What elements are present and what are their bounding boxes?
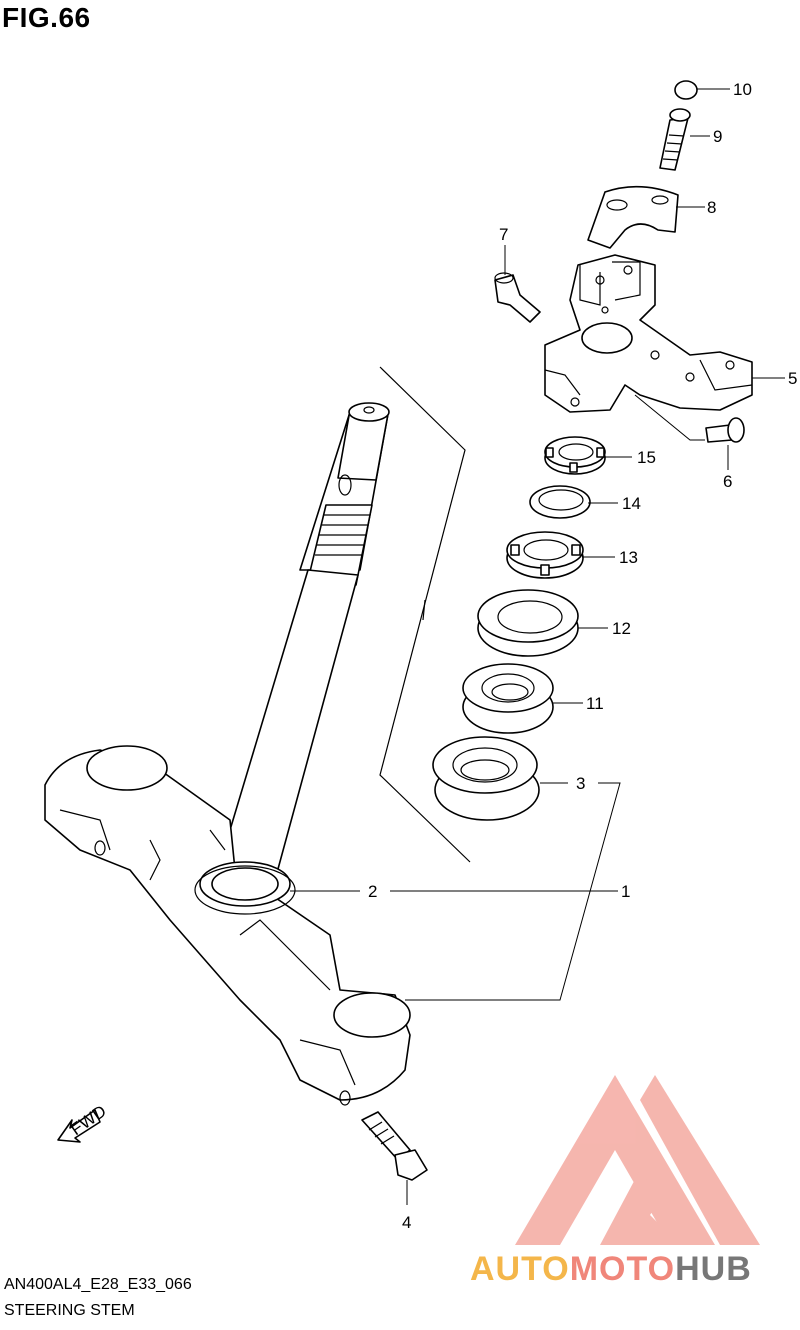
assembly-bracket	[379, 366, 471, 863]
part-13-nut	[506, 531, 584, 579]
callout-1: 1	[621, 882, 630, 901]
model-code: AN400AL4_E28_E33_066	[4, 1276, 192, 1293]
watermark-text-hub: HUB	[675, 1250, 752, 1288]
part-11-bearing	[462, 663, 554, 734]
fwd-arrow-icon: FWD	[57, 1101, 110, 1143]
part-15-nut	[544, 436, 606, 475]
watermark-text-auto: AUTO	[470, 1250, 570, 1288]
leader-lines	[290, 88, 785, 1205]
callout-5: 5	[788, 369, 797, 388]
part-12-dust-seal	[477, 589, 579, 657]
part-6-bolt	[705, 417, 745, 443]
callout-11: 11	[586, 694, 604, 713]
watermark-logo	[515, 1075, 760, 1245]
callout-15: 15	[637, 448, 656, 467]
callout-7: 7	[499, 225, 508, 244]
callout-9: 9	[713, 127, 722, 146]
part-1-steering-stem	[44, 402, 411, 1106]
part-8-handlebar-holder	[587, 185, 679, 249]
watermark-text: AUTOMOTOHUB	[470, 1250, 752, 1289]
figure-title: FIG.66	[2, 2, 91, 33]
part-5-upper-bracket	[544, 254, 753, 413]
watermark-text-moto: MOTO	[569, 1250, 676, 1288]
callout-8: 8	[707, 198, 716, 217]
part-10-cap	[674, 80, 698, 100]
part-9-bolt	[659, 108, 691, 171]
callout-6: 6	[723, 472, 732, 491]
callout-14: 14	[622, 494, 641, 513]
callout-labels: 1 2 3 4 5 6 7 8 9 10 11 12 13 14 15	[368, 80, 797, 1232]
callout-3: 3	[576, 774, 585, 793]
callout-4: 4	[402, 1213, 411, 1232]
fwd-label: FWD	[67, 1101, 110, 1139]
callout-2: 2	[368, 882, 377, 901]
part-4-bolt	[361, 1111, 428, 1181]
part-3-bearing	[432, 736, 540, 821]
part-14-washer	[529, 485, 591, 519]
section-name: STEERING STEM	[4, 1302, 135, 1319]
callout-13: 13	[619, 548, 638, 567]
part-7-bolt	[494, 272, 541, 323]
callout-10: 10	[733, 80, 752, 99]
part-2-seal	[194, 865, 296, 915]
callout-12: 12	[612, 619, 631, 638]
